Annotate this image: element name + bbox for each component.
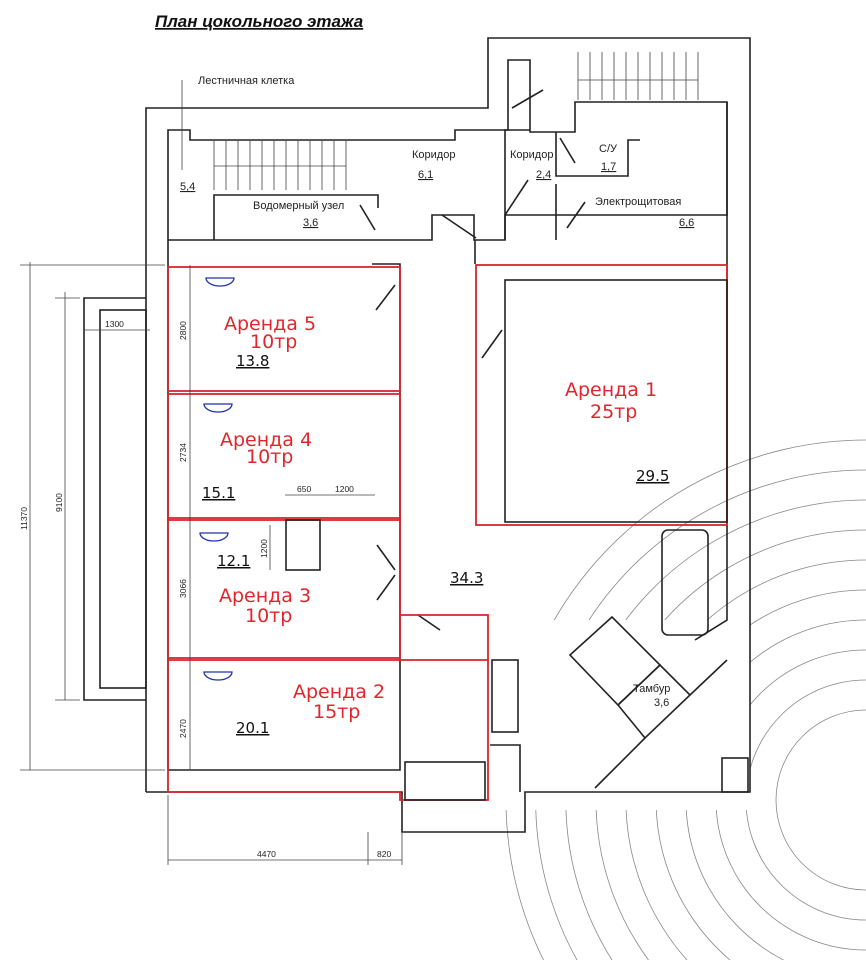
dim-4470: 4470 [257, 849, 276, 859]
rental-price: 10тр [246, 446, 293, 468]
electrical-area: 6,6 [679, 217, 694, 229]
electrical-label: Электрощитовая [595, 196, 681, 208]
decorative-arc [745, 679, 866, 921]
rental-area: 15.1 [202, 484, 235, 502]
dim-820: 820 [377, 849, 391, 859]
stairwell-label: Лестничная клетка [198, 75, 295, 87]
corridor1-area: 6,1 [418, 169, 433, 181]
rental-price: 10тр [250, 331, 297, 353]
vestibule-area: 3,6 [654, 697, 669, 709]
sink-icon [199, 532, 229, 542]
rental-area: 29.5 [636, 467, 669, 485]
rental-price: 10тр [245, 605, 292, 627]
rental-price: 25тр [590, 401, 637, 423]
rental-2: Аренда 2 15тр 20.1 [236, 681, 385, 737]
sink-icons [199, 277, 235, 681]
dimension-lines [20, 262, 403, 865]
rental-4-outline [167, 393, 401, 519]
rental-1: Аренда 1 25тр 29.5 [565, 379, 669, 485]
stairwell-area: 5,4 [180, 181, 195, 193]
dim-2800: 2800 [178, 321, 188, 340]
plan-title: План цокольного этажа [155, 12, 363, 31]
rental-2-outline [168, 614, 489, 661]
dim-3066: 3066 [178, 579, 188, 598]
rental-name: Аренда 4 [220, 429, 312, 451]
dim-1200-horizontal: 1200 [335, 484, 354, 494]
rental-area: 12.1 [217, 552, 250, 570]
rental-5-outline [167, 266, 401, 392]
corridor2-area: 2,4 [536, 169, 551, 181]
vestibule-label: Тамбур [633, 683, 670, 695]
walls [83, 37, 751, 833]
rental-area: 13.8 [236, 352, 269, 370]
corridor2-label: Коридор [510, 149, 553, 161]
dim-2470: 2470 [178, 719, 188, 738]
rental-name: Аренда 3 [219, 585, 311, 607]
rental-name: Аренда 1 [565, 379, 657, 401]
dim-2734: 2734 [178, 443, 188, 462]
hall-area: 34.3 [450, 569, 483, 587]
corridor1-label: Коридор [412, 149, 455, 161]
rental-name: Аренда 5 [224, 313, 316, 335]
rental-5: Аренда 5 10тр 13.8 [224, 313, 316, 370]
dim-1200-vertical: 1200 [259, 539, 269, 558]
rental-3-outline [167, 519, 401, 659]
sink-icon [203, 403, 233, 413]
rental-price: 15тр [313, 701, 360, 723]
decorative-arc [775, 709, 866, 891]
dim-11370: 11370 [19, 507, 29, 530]
sink-icon [203, 671, 233, 681]
water-meter-area: 3,6 [303, 217, 318, 229]
rental-name: Аренда 2 [293, 681, 385, 703]
wc-area: 1,7 [601, 161, 616, 173]
rental-4: Аренда 4 10тр 15.1 [202, 429, 312, 502]
decorative-arc [505, 439, 866, 960]
rental-area: 20.1 [236, 719, 269, 737]
rental-3: Аренда 3 10тр 12.1 [217, 552, 311, 627]
wc-label: С/У [599, 143, 618, 155]
water-meter-label: Водомерный узел [253, 200, 344, 212]
dim-650: 650 [297, 484, 311, 494]
sink-icon [205, 277, 235, 287]
dim-9100: 9100 [54, 493, 64, 512]
dim-1300: 1300 [105, 319, 124, 329]
